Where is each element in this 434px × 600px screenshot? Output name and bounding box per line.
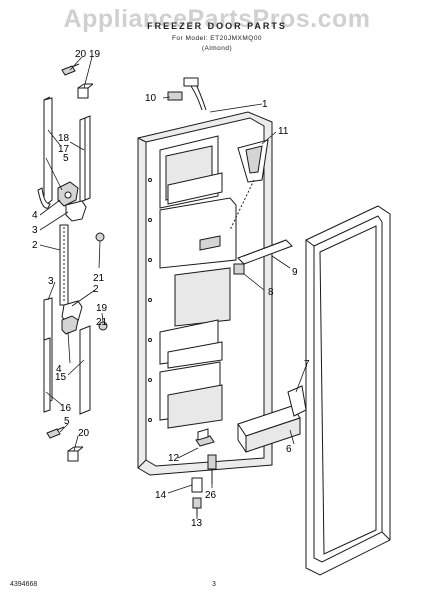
callout-label: 16 xyxy=(60,403,72,414)
callout-label: 2 xyxy=(93,284,99,295)
callout-label: 13 xyxy=(191,518,203,529)
callout-label: 3 xyxy=(32,225,38,236)
callout-label: 3 xyxy=(48,276,54,287)
callout-label: 21 xyxy=(96,317,108,328)
callout-label: 9 xyxy=(292,267,298,278)
watermark: AppliancePartsPros.com xyxy=(63,5,371,33)
callout-label: 12 xyxy=(168,453,180,464)
callout-label: 4 xyxy=(32,210,38,221)
screw-26 xyxy=(207,454,217,484)
callout-label: 5 xyxy=(63,153,69,164)
color-subtitle: (Almond) xyxy=(201,45,233,52)
callout-label: 26 xyxy=(205,490,217,501)
callout-label: 10 xyxy=(145,93,157,104)
hinge-5-lower xyxy=(61,315,79,335)
callout-label: 8 xyxy=(268,287,274,298)
model-subtitle: For Model: ET20JMXMQ00 xyxy=(171,35,263,42)
callout-label: 6 xyxy=(286,444,292,455)
callout-labels: 1 2 3 4 5 6 7 8 9 10 11 12 13 14 15 16 1… xyxy=(32,49,310,529)
callout-label: 7 xyxy=(304,359,310,370)
dispenser-pad-8 xyxy=(233,263,245,275)
callout-label: 4 xyxy=(56,364,62,375)
trim-strip-16 xyxy=(43,337,51,413)
bushing-19-lower xyxy=(67,446,84,462)
diagram-title: FREEZER DOOR PARTS xyxy=(147,21,287,31)
cam-14 xyxy=(191,477,203,493)
callout-label: 19 xyxy=(89,49,101,60)
dispenser-arm-9 xyxy=(237,239,293,265)
leader-lines xyxy=(39,56,307,519)
callout-label: 20 xyxy=(75,49,87,60)
wire-harness-10 xyxy=(167,77,207,111)
callout-label: 15 xyxy=(55,372,67,383)
callout-label: 17 xyxy=(58,144,70,155)
gasket-strip-2 xyxy=(59,224,69,306)
hinge-bracket-12 xyxy=(195,428,215,447)
drawing-code: 4394668 xyxy=(10,581,38,588)
callout-label: 11 xyxy=(278,126,289,137)
bracket-15 xyxy=(79,325,91,415)
door-liner-1 xyxy=(137,111,273,476)
ice-chute-11 xyxy=(229,139,269,231)
door-gasket xyxy=(305,205,391,576)
callout-label: 1 xyxy=(262,99,268,110)
page-number: 3 xyxy=(212,581,216,588)
callout-label: 5 xyxy=(64,416,70,427)
callout-label: 20 xyxy=(78,428,90,439)
callout-label: 2 xyxy=(32,240,38,251)
callout-label: 21 xyxy=(93,273,105,284)
callout-label: 19 xyxy=(96,303,108,314)
screw-20-lower xyxy=(46,426,65,439)
callout-label: 18 xyxy=(58,133,70,144)
door-bin-6 xyxy=(237,405,301,453)
handle-assembly xyxy=(37,63,108,462)
callout-label: 14 xyxy=(155,490,167,501)
screw-13 xyxy=(192,497,202,516)
screw-21-upper xyxy=(95,232,105,242)
hinge-3-upper xyxy=(65,200,87,222)
trim-strip-17 xyxy=(43,97,53,206)
bushing-19-top xyxy=(77,83,94,99)
